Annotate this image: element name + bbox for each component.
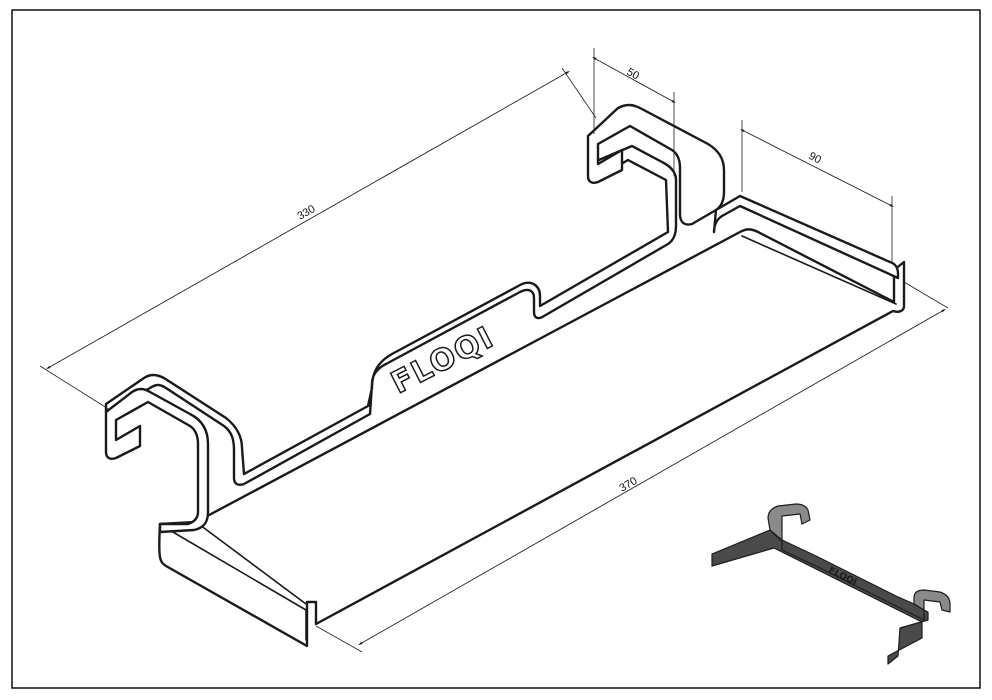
right-flange <box>712 194 900 280</box>
dimension-50: 50 <box>592 48 676 176</box>
thumbnail-right-hook <box>913 589 951 613</box>
dimension-330: 330 <box>39 67 597 411</box>
thumbnail-left-hook <box>767 503 811 541</box>
dimension-90-label: 90 <box>807 150 823 166</box>
main-part-view: FLOQI <box>104 103 906 648</box>
dimension-50-label: 50 <box>625 66 641 82</box>
dimension-90: 90 <box>739 120 895 262</box>
left-hook-strip <box>104 144 678 486</box>
dimension-330-label: 330 <box>296 203 318 223</box>
drawing-border <box>11 9 981 689</box>
bottom-plate-fold-edge <box>165 521 307 641</box>
right-hook <box>586 103 726 226</box>
thumbnail-strip <box>781 539 925 621</box>
left-hook <box>104 387 210 534</box>
dimension-370-label: 370 <box>618 475 640 495</box>
thumbnail-3d-view: FLOQI <box>711 503 951 665</box>
